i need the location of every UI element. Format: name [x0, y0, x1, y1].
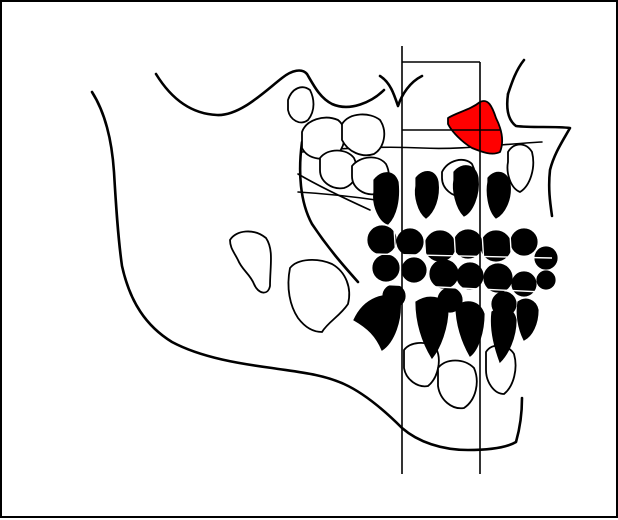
tooth-bud-6: [511, 229, 537, 255]
developing-tooth-root-2: [415, 172, 438, 218]
nasal-curve-right: [508, 60, 524, 94]
tooth-bud-4: [454, 230, 482, 258]
upper-molar-3: [342, 114, 384, 155]
tooth-bud-3: [425, 231, 455, 261]
tooth-bud-13: [512, 272, 536, 296]
developing-tooth-root-1: [374, 173, 399, 224]
tooth-bud-14: [537, 271, 555, 289]
developing-tooth-lower-1: [354, 296, 400, 350]
developing-tooth-root-3: [453, 166, 478, 216]
lower-premolar-2: [438, 361, 477, 409]
tooth-bud-12: [484, 264, 512, 292]
tooth-bud-8: [373, 255, 399, 281]
developing-tooth-root-4: [487, 172, 510, 218]
tooth-bud-1: [368, 226, 396, 254]
lower-molar-2: [288, 260, 349, 332]
highlighted-tooth: [448, 101, 502, 154]
upper-molar-1: [288, 87, 314, 122]
tooth-bud-2: [397, 229, 423, 255]
tooth-bud-9: [402, 258, 426, 282]
tooth-bud-10: [430, 260, 458, 288]
developing-tooth-lower-5: [517, 299, 538, 340]
maxilla-outline: [156, 71, 384, 116]
upper-canine: [508, 145, 534, 193]
lower-molar-1: [230, 231, 271, 292]
tooth-bud-11: [457, 263, 483, 289]
nasal-curve-left: [380, 76, 422, 106]
